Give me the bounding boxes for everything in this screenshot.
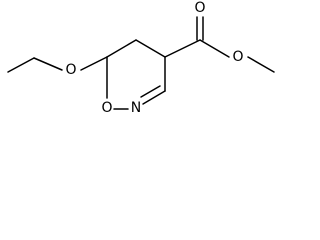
bond-c5-c4 bbox=[135, 39, 166, 58]
atom-o-ether: O bbox=[65, 62, 76, 78]
bond-c6-c5 bbox=[106, 39, 137, 58]
bond-ch3-ch2 bbox=[7, 57, 35, 73]
atom-o-ester: O bbox=[232, 49, 243, 65]
bond-o-ether-c6 bbox=[80, 56, 108, 71]
atom-o-ring: O bbox=[101, 100, 112, 116]
atom-o-carbonyl: O bbox=[194, 0, 205, 16]
atom-n-ring: N bbox=[131, 100, 141, 116]
bonds bbox=[7, 16, 275, 110]
atom-labels: O O N O O bbox=[65, 0, 243, 116]
bond-ch2-o-ether bbox=[33, 57, 63, 71]
bond-c4-c-carbonyl bbox=[164, 39, 201, 58]
bond-c-o-ester bbox=[199, 39, 230, 58]
bond-o-ester-ch3 bbox=[247, 56, 275, 73]
chemical-structure: O O N O O bbox=[7, 0, 275, 116]
bond-c3-n-double-outer bbox=[142, 90, 166, 105]
bond-c3-n-double-inner bbox=[140, 85, 161, 98]
